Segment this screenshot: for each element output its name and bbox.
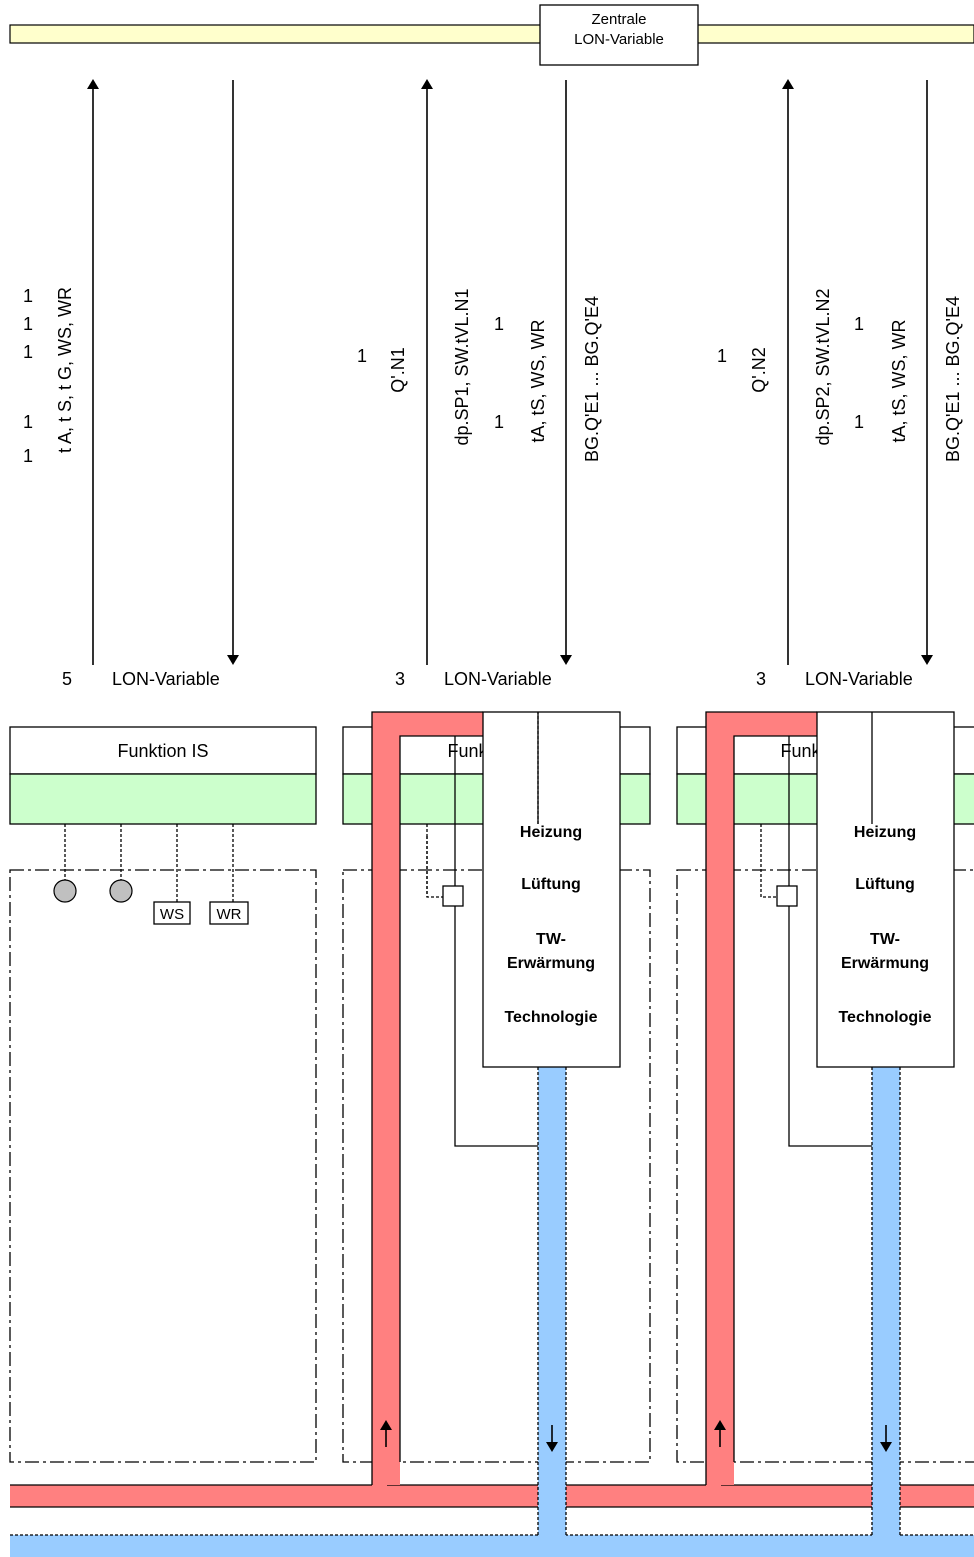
count-one: 1	[23, 342, 33, 362]
lon-label-n2: LON-Variable	[805, 669, 913, 689]
consumer-box-n2	[816, 711, 955, 1068]
function-is-title: Funktion IS	[117, 741, 208, 761]
count-n1: 3	[395, 669, 405, 689]
valve-icon	[442, 885, 464, 907]
dp-sp2: dp.SP2, SW.tVL.N2	[813, 288, 833, 445]
return-main-pipe	[10, 1534, 974, 1557]
q-n2: Q'.N2	[749, 347, 769, 392]
n2-hydraulics: Heizung Lüftung TW- Erwärmung Technologi…	[705, 711, 955, 1557]
is-sensors: WS WR	[53, 824, 249, 925]
signal-text-is: t A, t S, t G, WS, WR	[55, 287, 75, 453]
consumer-label: Lüftung	[855, 876, 915, 893]
column-n1-signals: 1 Q'.N1 dp.SP1, SW.tVL.N1 1 1 tA, tS, WS…	[357, 79, 602, 689]
bg-n1: BG.Q'E1 ... BG.Q'E4	[582, 296, 602, 462]
count-one: 1	[357, 346, 367, 366]
count-one: 1	[717, 346, 727, 366]
function-is: Funktion IS	[9, 726, 317, 825]
down-text-n1: tA, tS, WS, WR	[528, 319, 548, 442]
central-lon-box	[539, 4, 699, 66]
n1-hydraulics: Heizung Lüftung TW- Erwärmung Technologi…	[371, 711, 621, 1557]
column-n2-signals: 1 Q'.N2 dp.SP2, SW.tVL.N2 1 1 tA, tS, WS…	[717, 79, 963, 689]
down-text-n2: tA, tS, WS, WR	[889, 319, 909, 442]
count-one: 1	[23, 446, 33, 466]
supply-main-pipe	[10, 1484, 974, 1508]
q-n1: Q'.N1	[388, 347, 408, 392]
ws-label: WS	[160, 906, 184, 923]
count-one: 1	[494, 412, 504, 432]
consumer-label: Heizung	[520, 824, 582, 841]
bg-n2: BG.Q'E1 ... BG.Q'E4	[943, 296, 963, 462]
count-one: 1	[494, 314, 504, 334]
ws-sensor	[153, 901, 191, 925]
count-n2: 3	[756, 669, 766, 689]
consumer-label: TW-	[870, 931, 900, 948]
dp-sp1: dp.SP1, SW.tVL.N1	[452, 288, 472, 445]
count-one: 1	[23, 314, 33, 334]
count-is: 5	[62, 669, 72, 689]
wr-label: WR	[217, 906, 242, 923]
consumer-label: Erwärmung	[841, 955, 929, 972]
count-one: 1	[854, 314, 864, 334]
wr-sensor	[209, 901, 249, 925]
consumer-label: Technologie	[838, 1009, 931, 1026]
consumer-label: Erwärmung	[507, 955, 595, 972]
valve-icon	[776, 885, 798, 907]
bus-label-1: Zentrale	[591, 11, 646, 28]
consumer-box-n1	[482, 711, 621, 1068]
count-one: 1	[23, 286, 33, 306]
count-one: 1	[854, 412, 864, 432]
column-is-signals: 1 1 1 1 1 t A, t S, t G, WS, WR 5 LON-Va…	[23, 79, 239, 689]
consumer-label: TW-	[536, 931, 566, 948]
consumer-label: Technologie	[504, 1009, 597, 1026]
consumer-label: Heizung	[854, 824, 916, 841]
count-one: 1	[23, 412, 33, 432]
lon-label-n1: LON-Variable	[444, 669, 552, 689]
field-boundary-is	[9, 869, 317, 1463]
consumer-label: Lüftung	[521, 876, 581, 893]
bus-label-2: LON-Variable	[574, 31, 664, 48]
temperature-sensor-icon	[53, 879, 77, 903]
lon-label-is: LON-Variable	[112, 669, 220, 689]
central-bus: Zentrale LON-Variable	[9, 4, 974, 66]
temperature-sensor-icon	[109, 879, 133, 903]
